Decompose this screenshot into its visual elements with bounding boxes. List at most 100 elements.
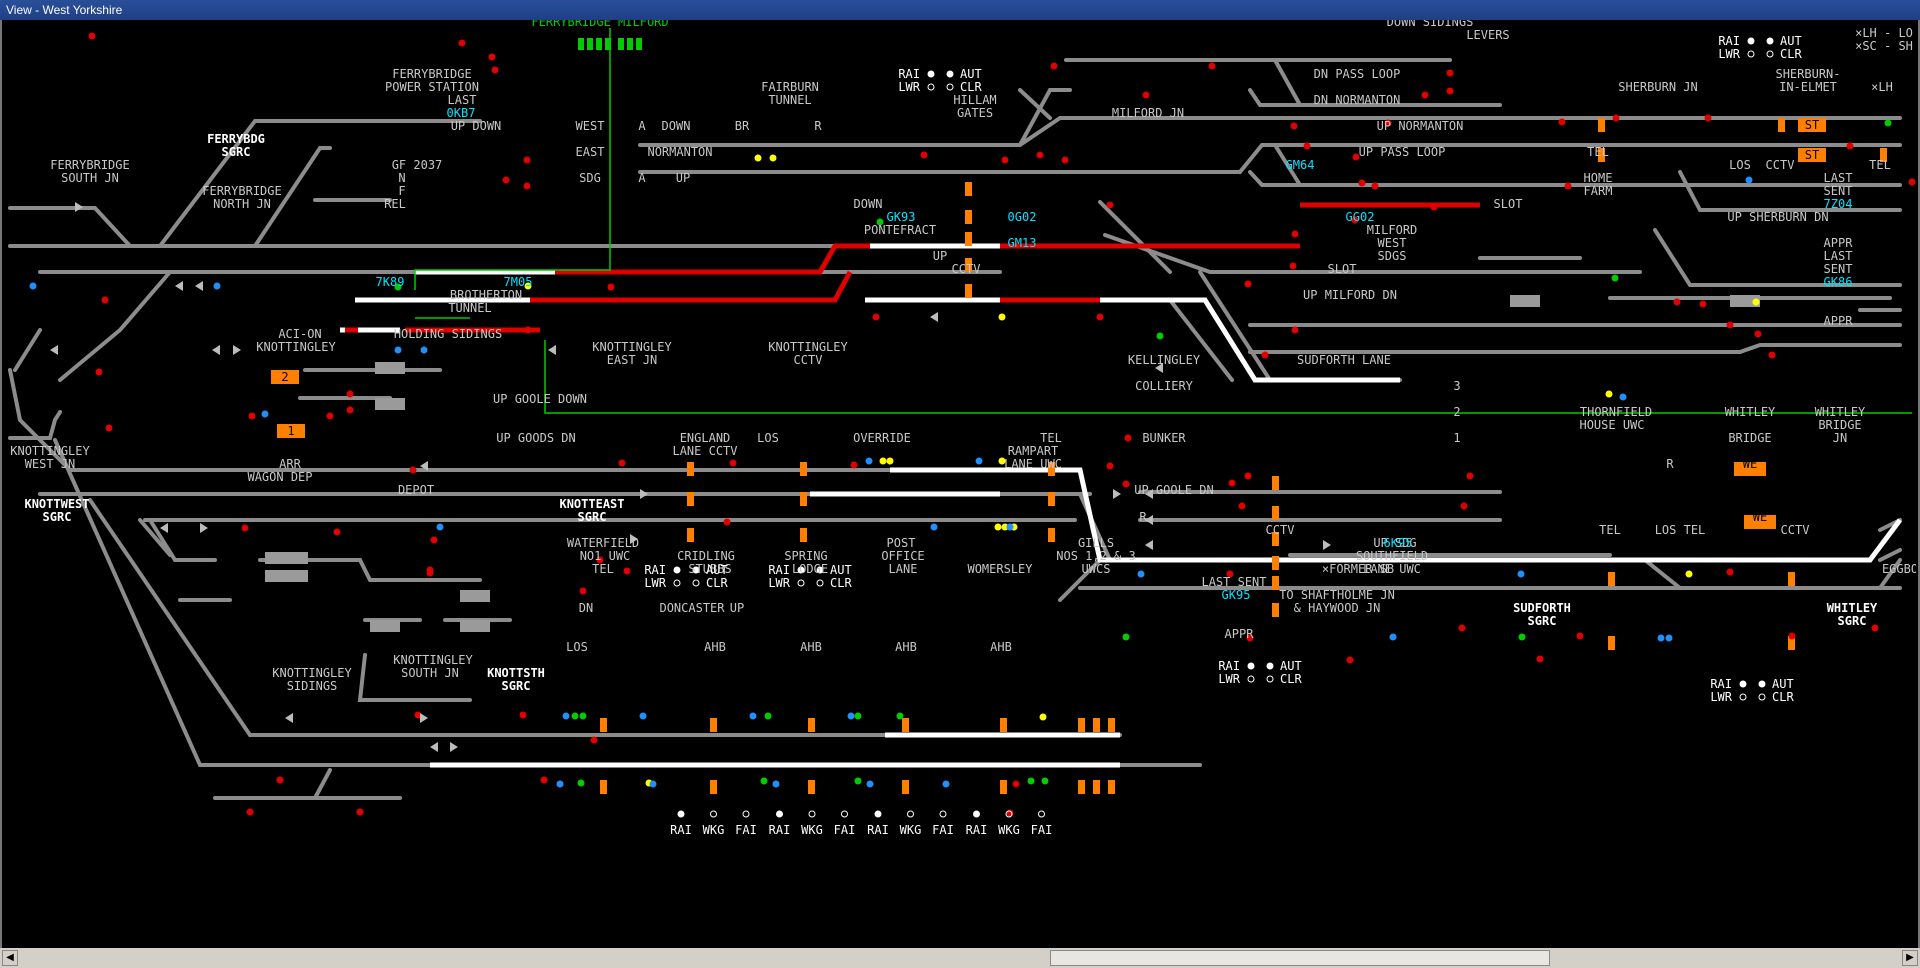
crossing-lamp-icon [677,810,685,818]
signal-red-icon [523,156,531,164]
level-crossing-indicator [1608,636,1615,650]
level-crossing-indicator [965,210,972,224]
label-whitley-sgrc-1: WHITLEY [1827,601,1878,615]
label-brotherton-1: BROTHERTON [450,288,522,302]
status-label: RAI [1218,659,1240,673]
status-lamp-icon [1266,662,1274,670]
scroll-left-button[interactable]: ◀ [2,950,18,966]
label-womersley: WOMERSLEY [967,562,1033,576]
level-crossing-indicator [1048,528,1055,542]
scroll-thumb[interactable] [1050,950,1550,966]
label-sdg: SDG [579,171,601,185]
points-box [375,362,405,374]
crossing-lamp-icon [776,810,783,818]
label-cridling-2: STUBBS [688,562,731,576]
label-southfield-2: LANE UWC [1363,562,1421,576]
horizontal-scrollbar[interactable]: ◀ ▶ [0,948,1920,968]
signal-yellow-icon [886,457,894,465]
label-east: EAST [576,145,605,159]
label-gf-n: N [398,171,405,185]
signal-blue-icon [394,346,402,354]
label-last-sent-1: LAST [1824,171,1853,185]
label-gf-rel: REL [384,197,406,211]
status-label: RAI [644,563,666,577]
signal-red-icon [1421,91,1429,99]
crossing-code: RAI [867,823,889,837]
scroll-right-button[interactable]: ▶ [1902,950,1918,966]
berth-7K89: 7K89 [376,275,405,289]
crossing-lamp-icon [710,810,717,818]
signal-red-icon [872,313,880,321]
status-lamp-icon [673,579,681,587]
direction-arrow-icon [548,345,556,355]
signal-yellow-icon [769,154,777,162]
label-cctv4: CCTV [1781,523,1810,537]
berth-6K95: 6K95 [1384,536,1413,550]
label-gf-f: F [398,184,405,198]
status-label: AUT [1780,34,1802,48]
level-crossing-indicator [965,258,972,272]
berth-GM64: GM64 [1286,158,1315,172]
level-crossing-indicator [1608,572,1615,586]
window-titlebar: View - West Yorkshire [0,0,1920,20]
direction-arrow-icon [195,281,203,291]
label-thornfield-2: HOUSE UWC [1579,418,1644,432]
track-segment [638,143,1902,174]
signal-red-icon [276,776,284,784]
signal-red-icon [105,424,113,432]
signal-yellow-icon [754,154,762,162]
label-los2: LOS [757,431,779,445]
signal-red-icon [333,528,341,536]
level-crossing-indicator [687,528,694,542]
signal-red-icon [1371,182,1379,190]
label-milford-west-2: WEST [1378,236,1407,250]
signal-red-icon [1352,153,1360,161]
label-milford-jn: MILFORD JN [1112,106,1184,120]
track-segment [1248,88,1502,107]
signal-blue-icon [1745,176,1753,184]
track-segment [138,518,172,557]
signal-layer[interactable] [29,32,1916,818]
label-post-2: OFFICE [881,549,924,563]
label-up1: UP [676,171,690,185]
level-crossing-indicator [1272,576,1279,590]
status-label: RAI [1718,34,1740,48]
signal-blue-icon [749,712,757,720]
level-crossing-indicator [1788,572,1795,586]
signal-red-icon [1673,298,1681,306]
level-crossing-indicator [800,528,807,542]
signal-blue-icon [29,282,37,290]
label-spring-1: SPRING [784,549,827,563]
label-r2: R [1139,510,1147,524]
signal-blue-icon [1137,570,1145,578]
track-segment [148,518,217,562]
status-lamp-icon [946,70,954,78]
direction-arrow-icon [75,202,83,212]
status-lamp-icon [1758,680,1766,688]
status-lamp-icon [946,83,954,91]
status-lamp-icon [1739,693,1747,701]
label-shafth-1: TO SHAFTHOLME JN [1279,588,1395,602]
crossing-lamp-icon [841,810,848,818]
berth-7Z04: 7Z04 [1824,197,1853,211]
label-br: BR [735,119,750,133]
label-pontefract: PONTEFRACT [864,223,936,237]
signal-blue-icon [772,780,780,788]
label-knottwest-2: SGRC [43,510,72,524]
signal-red-icon [519,711,527,719]
track-segment [1643,558,1682,590]
level-crossing-indicator [1788,636,1795,650]
cable-line [414,28,611,290]
signal-green-icon [760,777,768,785]
label-ahb2: AHB [800,640,822,654]
status-lamp-icon [797,579,805,587]
signal-green-icon [1518,633,1526,641]
signal-red-icon [1358,179,1366,187]
crossing-code: WKG [703,823,725,837]
track-segment [158,119,482,248]
label-tel-home-2: HOME [1584,171,1613,185]
level-crossing-indicator [808,780,815,794]
label-lh: ×LH [1871,80,1893,94]
track-segment [1098,200,1172,274]
